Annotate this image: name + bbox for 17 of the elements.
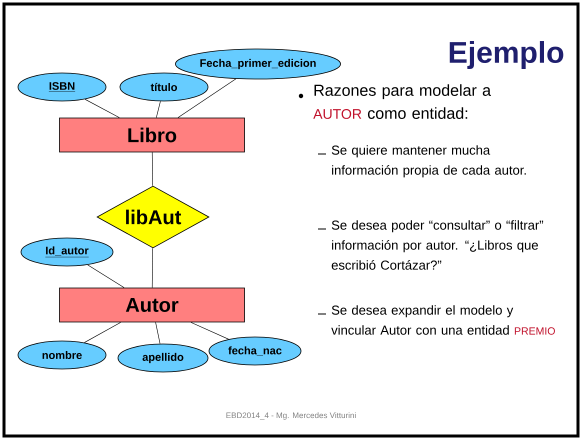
connector-line — [84, 99, 120, 118]
entity-box: Autor — [59, 288, 245, 322]
entity-box: Libro — [59, 118, 245, 152]
sub-bullet-text: Se quiere mantener mucha información propia de cada autor. — [332, 145, 526, 178]
footer-text: EBD2014_4 - Mg. Mercedes Vitturini — [226, 412, 356, 420]
connector-line — [178, 78, 236, 118]
connector-line — [152, 248, 153, 288]
connector-line — [84, 322, 121, 343]
connector-line — [87, 264, 124, 288]
connector-line — [156, 101, 161, 118]
sub-bullet-text: Se desea poder “consultar” o “filtrar” información por autor. “¿Libros que escribió Cortázar?” — [332, 220, 544, 270]
slide-title: Ejemplo — [450, 41, 564, 69]
connector-line — [152, 152, 153, 186]
connector-line — [155, 322, 160, 344]
connector-line — [190, 322, 229, 340]
sub-bullet-text: Se desea expandir el modelo y vincular Autor con una entidad PREMIO — [331, 305, 555, 335]
bullet-text: Razones para modelar a AUTOR como entidad: — [313, 84, 492, 119]
